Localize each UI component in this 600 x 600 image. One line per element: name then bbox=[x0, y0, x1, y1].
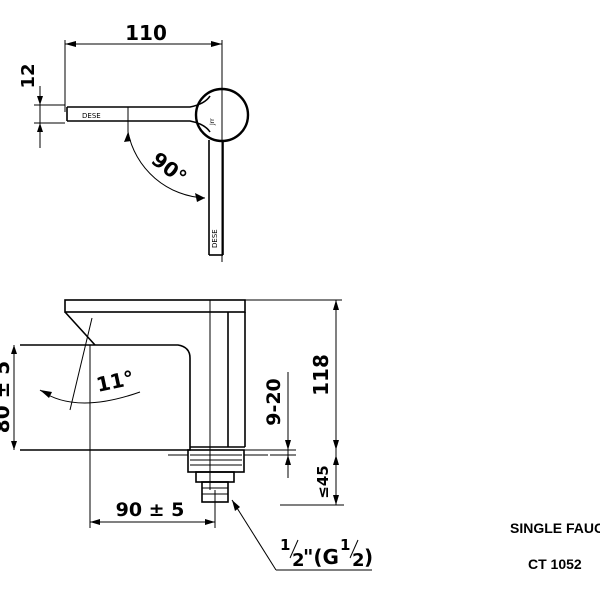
dim-total-height: 118 bbox=[309, 354, 333, 396]
side-view: 11° 80 ± 5 90 ± 5 118 bbox=[0, 299, 373, 571]
dim-angle-side: 11° bbox=[94, 366, 136, 397]
spout-marking: DESE bbox=[211, 229, 219, 248]
product-name: SINGLE FAUC bbox=[510, 520, 600, 536]
dim-reach: 90 ± 5 bbox=[116, 499, 185, 521]
dim-top-width: 110 bbox=[125, 21, 167, 45]
svg-text:): ) bbox=[364, 545, 373, 569]
body-marking: Jrr bbox=[209, 118, 216, 126]
dim-range: 9-20 bbox=[263, 378, 285, 426]
svg-text:1: 1 bbox=[280, 536, 290, 554]
top-view: 110 12 DESE Jrr DESE 90° bbox=[18, 21, 250, 262]
dim-top-height: 12 bbox=[18, 63, 39, 88]
svg-text:"(G: "(G bbox=[303, 545, 339, 569]
dim-angle-top: 90° bbox=[147, 147, 192, 189]
thread-callout: 1 2 "(G 1 2 ) bbox=[280, 536, 373, 571]
model-number: CT 1052 bbox=[528, 556, 582, 572]
arm-marking: DESE bbox=[82, 112, 101, 120]
svg-text:2: 2 bbox=[352, 550, 365, 571]
svg-text:1: 1 bbox=[340, 536, 350, 554]
title-block: SINGLE FAUC CT 1052 bbox=[510, 520, 600, 572]
svg-text:2: 2 bbox=[292, 550, 305, 571]
dim-max-deck: ≤45 bbox=[314, 465, 332, 498]
dim-spout-height: 80 ± 5 bbox=[0, 361, 14, 433]
